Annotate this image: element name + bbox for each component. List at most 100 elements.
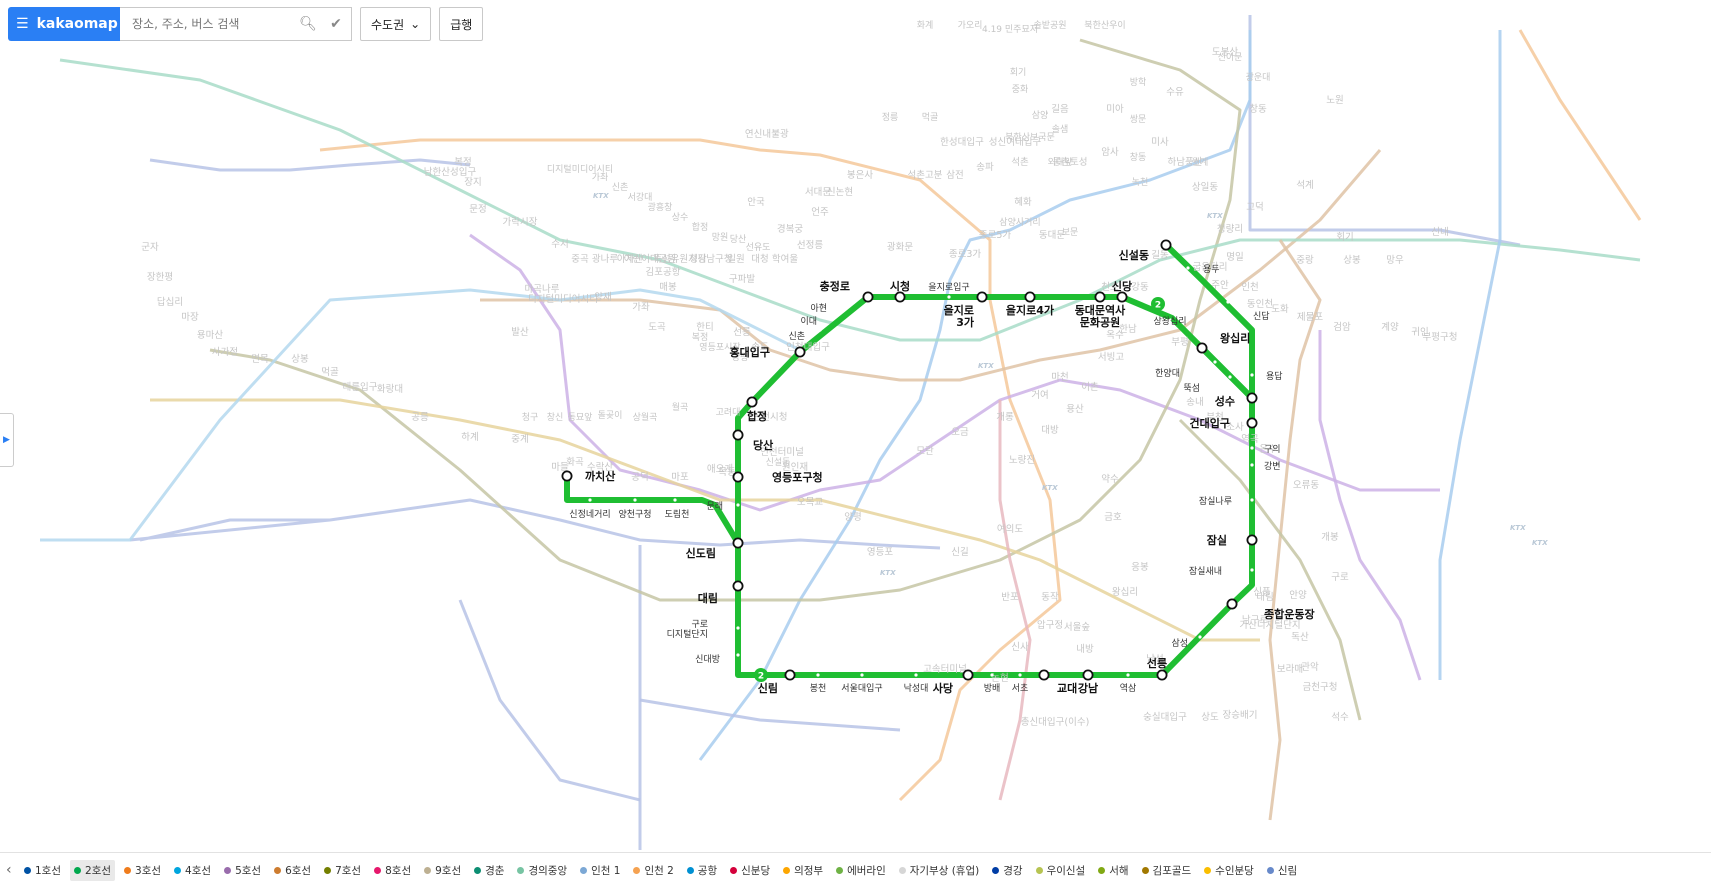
line2-station[interactable]: 잠실 — [1207, 533, 1258, 547]
line2-station[interactable]: 선릉 — [1147, 656, 1168, 681]
legend-item[interactable]: 김포골드 — [1138, 860, 1196, 881]
faded-line-8 — [59, 58, 1641, 342]
line2-station[interactable]: 강변 — [1250, 461, 1281, 472]
line2-station[interactable]: 이대 — [800, 313, 837, 327]
search-icon[interactable]: 🔍︎ — [299, 16, 317, 32]
line2-station[interactable]: 신림 — [758, 669, 796, 695]
legend-item[interactable]: 우이신설 — [1032, 860, 1090, 881]
line2-station[interactable]: 종합운동장 — [1226, 598, 1315, 621]
line2-station[interactable]: 삼성 — [1171, 635, 1202, 649]
faded-station-102: 문정 — [469, 204, 486, 215]
faded-station-118: 하남풍산 — [1168, 156, 1203, 168]
legend-item[interactable]: 의정부 — [779, 860, 827, 881]
line2-station[interactable]: 교대 — [1038, 669, 1077, 695]
line2-station[interactable]: 신당 — [1112, 279, 1132, 303]
menu-icon[interactable]: ☰ — [16, 16, 29, 32]
line2-station[interactable]: 잠실나루 — [1199, 496, 1254, 507]
legend-item[interactable]: 신림 — [1263, 860, 1301, 881]
legend-item[interactable]: 경춘 — [470, 860, 508, 881]
line2-station[interactable]: 양천구청 — [618, 498, 652, 520]
line2-station[interactable]: 용답 — [1250, 370, 1283, 382]
faded-station-100: 수서 — [551, 239, 568, 250]
legend-item[interactable]: 수인분당 — [1200, 860, 1258, 881]
line2-station[interactable]: 도림천 — [665, 498, 690, 520]
line2-station[interactable]: 시청 — [890, 279, 910, 303]
legend-item[interactable]: 경강 — [988, 860, 1026, 881]
faded-station-29: 마곡나루 — [525, 284, 560, 295]
line2-route[interactable]: 22 — [564, 242, 1255, 682]
line2-station[interactable]: 신촌 — [788, 328, 822, 342]
line2-station[interactable]: 강남 — [1078, 669, 1098, 695]
line2-station[interactable]: 을지로입구 — [928, 281, 970, 299]
faded-station-114: 굽은다리 — [1193, 262, 1228, 273]
legend-item[interactable]: 2호선 — [70, 859, 116, 881]
line2-station[interactable]: 대림 — [698, 580, 744, 605]
search-input[interactable] — [130, 16, 294, 32]
brand-logo[interactable]: ☰ kakaomap — [8, 7, 120, 41]
legend-item[interactable]: 4호선 — [170, 860, 215, 881]
line2-station[interactable]: 성수 — [1215, 392, 1258, 408]
faded-station-146: 면목 — [251, 354, 269, 365]
faded-extra-16: 정릉 — [882, 112, 899, 123]
express-toggle-button[interactable]: 급행 — [439, 7, 484, 41]
line2-station[interactable]: 역삼 — [1120, 673, 1137, 694]
line2-station[interactable]: 서초 — [1012, 673, 1029, 694]
line2-station[interactable]: 사당 — [933, 669, 974, 695]
legend-item[interactable]: 인천 2 — [629, 860, 677, 881]
legend-item[interactable]: 9호선 — [420, 860, 465, 881]
line2-station[interactable]: 신설동 — [1119, 239, 1172, 262]
legend-item[interactable]: 경의중앙 — [513, 860, 571, 881]
line2-station[interactable]: 충정로 — [820, 279, 874, 303]
legend-item[interactable]: 5호선 — [220, 860, 265, 881]
station-marker — [1246, 534, 1258, 546]
legend-item[interactable]: 6호선 — [270, 860, 315, 881]
line2-station[interactable]: 구의 — [1250, 444, 1281, 455]
checkmark-circle-icon[interactable]: ✔︎ — [330, 16, 342, 32]
line2-station[interactable]: 아현 — [810, 300, 847, 314]
line2-station[interactable]: 까치산 — [561, 469, 615, 483]
line2-station[interactable]: 용두 — [1186, 264, 1220, 275]
faded-station-12: 길음 — [1051, 103, 1069, 115]
line2-station[interactable]: 신대방 — [695, 653, 740, 665]
line2-station[interactable]: 영등포구청 — [732, 470, 823, 484]
legend-item[interactable]: 8호선 — [370, 860, 415, 881]
line2-station[interactable]: 상왕십리 — [1153, 316, 1186, 327]
line2-station[interactable]: 홍대입구 — [730, 345, 806, 359]
line2-station[interactable]: 신답 — [1226, 300, 1270, 322]
legend-item[interactable]: 1호선 — [20, 860, 65, 881]
line2-station[interactable]: 방배 — [984, 673, 1001, 694]
line2-station[interactable]: 뚝섬 — [1183, 375, 1232, 394]
region-select[interactable]: 수도권 ⌄ — [360, 7, 432, 41]
chevron-left-icon[interactable]: ‹ — [6, 862, 12, 878]
faded-line-1 — [149, 15, 1521, 247]
line2-station[interactable]: 잠실새내 — [1189, 566, 1254, 577]
line2-station[interactable]: 신정네거리 — [569, 498, 611, 520]
line2-station[interactable]: 왕십리 — [1196, 331, 1250, 354]
line2-station[interactable]: 봉천 — [810, 673, 827, 694]
legend-item[interactable]: 서해 — [1094, 860, 1132, 881]
side-panel-toggle[interactable]: ▶ — [0, 413, 14, 467]
legend-item[interactable]: 인천 1 — [576, 860, 624, 881]
station-label: 구의 — [1264, 444, 1281, 455]
line2-station[interactable]: 합정 — [746, 396, 767, 423]
line2-station[interactable]: 건대입구 — [1190, 416, 1258, 430]
line2-station[interactable]: 서울대입구 — [841, 673, 883, 694]
legend-item[interactable]: 신분당 — [726, 860, 774, 881]
legend-item[interactable]: 공항 — [683, 860, 721, 881]
line2-station[interactable]: 을지로4가 — [1006, 291, 1054, 317]
faded-station-62: 보라매 — [1277, 664, 1303, 675]
legend-item[interactable]: 에버라인 — [832, 860, 890, 881]
line2-station[interactable]: 한양대 — [1155, 360, 1217, 379]
legend-item[interactable]: 7호선 — [320, 860, 365, 881]
line2-station[interactable]: 문래 — [706, 501, 740, 512]
line2-station[interactable]: 신도림 — [686, 537, 744, 560]
line2-station[interactable]: 낙성대 — [904, 673, 929, 694]
legend-item[interactable]: 3호선 — [120, 860, 165, 881]
legend-item[interactable]: 자기부상 (휴업) — [895, 860, 984, 881]
line2-station[interactable]: 당산 — [732, 429, 773, 452]
